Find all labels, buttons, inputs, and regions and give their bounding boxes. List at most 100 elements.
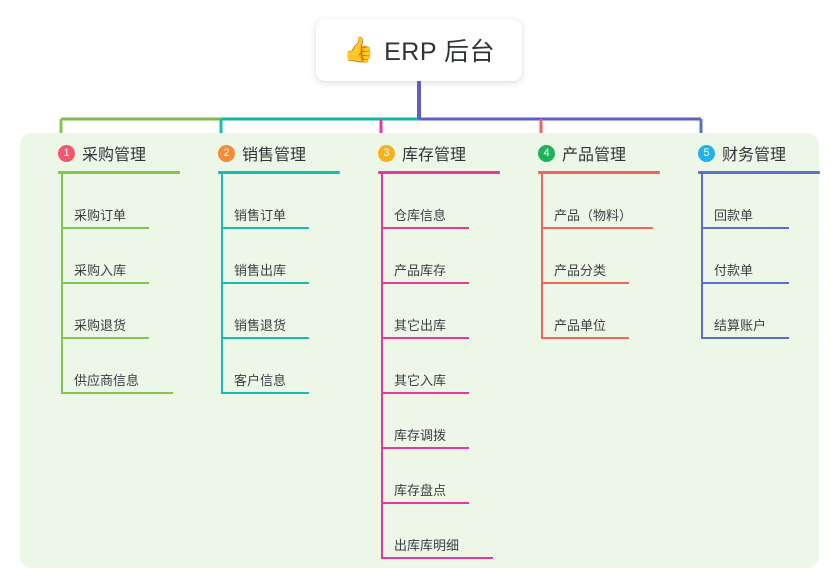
leaf-item-label: 采购退货 [74,318,127,333]
leaf-underline [381,502,469,504]
leaf-item[interactable]: 库存调拨 [360,394,520,449]
leaf-underline [61,227,149,229]
leaf-list: 仓库信息产品库存其它出库其它入库库存调拨库存盘点出库库明细 [360,174,520,559]
branch-header-4[interactable]: 4 产品管理 [520,140,680,166]
leaf-underline [381,337,469,339]
leaf-item[interactable]: 付款单 [680,229,839,284]
leaf-item-label: 产品（物料） [554,208,633,223]
branch-title: 财务管理 [722,147,787,164]
leaf-underline [221,337,309,339]
leaf-spine [541,174,543,339]
leaf-item-label: 结算账户 [714,318,767,333]
leaf-item[interactable]: 其它入库 [360,339,520,394]
leaf-underline [381,227,469,229]
leaf-item[interactable]: 采购订单 [40,174,200,229]
leaf-list: 销售订单销售出库销售退货客户信息 [200,174,360,394]
branch-index-badge: 5 [698,144,715,162]
leaf-item-label: 客户信息 [234,373,287,388]
leaf-item[interactable]: 供应商信息 [40,339,200,394]
branch-column-3: 3 库存管理仓库信息产品库存其它出库其它入库库存调拨库存盘点出库库明细 [360,140,520,559]
leaf-underline [541,282,629,284]
leaf-item[interactable]: 库存盘点 [360,449,520,504]
leaf-underline [541,227,653,229]
leaf-item-label: 出库库明细 [394,538,460,553]
branch-column-2: 2 销售管理销售订单销售出库销售退货客户信息 [200,140,360,394]
branch-index-badge: 2 [218,144,235,162]
leaf-item-label: 其它入库 [394,373,447,388]
leaf-item-label: 其它出库 [394,318,447,333]
root-node-erp-backend[interactable]: 👍 ERP 后台 [316,19,522,81]
leaf-item[interactable]: 销售出库 [200,229,360,284]
branch-panel [20,133,819,568]
leaf-item-label: 付款单 [714,263,754,278]
branch-index-badge: 3 [378,144,395,162]
leaf-item-label: 产品单位 [554,318,607,333]
branch-header-1[interactable]: 1 采购管理 [40,140,200,166]
leaf-item-label: 供应商信息 [74,373,140,388]
branch-title: 销售管理 [242,147,307,164]
leaf-underline [381,282,469,284]
leaf-underline [541,337,629,339]
branch-column-5: 5 财务管理回款单付款单结算账户 [680,140,839,339]
leaf-underline [381,447,469,449]
leaf-item[interactable]: 产品库存 [360,229,520,284]
leaf-underline [701,337,789,339]
branch-header-5[interactable]: 5 财务管理 [680,140,839,166]
branch-underline [538,171,660,174]
leaf-item[interactable]: 采购入库 [40,229,200,284]
leaf-item[interactable]: 产品分类 [520,229,680,284]
branch-column-4: 4 产品管理产品（物料） 产品分类产品单位 [520,140,680,339]
leaf-item[interactable]: 回款单 [680,174,839,229]
leaf-item-label: 仓库信息 [394,208,447,223]
leaf-item[interactable]: 产品单位 [520,284,680,339]
leaf-underline [61,337,149,339]
leaf-spine [221,174,223,394]
leaf-item[interactable]: 结算账户 [680,284,839,339]
branch-header-3[interactable]: 3 库存管理 [360,140,520,166]
branch-underline [58,171,180,174]
leaf-item[interactable]: 采购退货 [40,284,200,339]
leaf-item[interactable]: 仓库信息 [360,174,520,229]
leaf-underline [221,282,309,284]
leaf-list: 产品（物料） 产品分类产品单位 [520,174,680,339]
leaf-spine [701,174,703,339]
leaf-item-label: 采购订单 [74,208,127,223]
leaf-item-label: 销售订单 [234,208,287,223]
leaf-underline [61,392,173,394]
leaf-item-label: 采购入库 [74,263,127,278]
leaf-underline [381,392,469,394]
leaf-item-label: 销售出库 [234,263,287,278]
leaf-spine [61,174,63,394]
leaf-underline [701,227,789,229]
leaf-underline [221,392,309,394]
branch-column-1: 1 采购管理采购订单采购入库采购退货供应商信息 [40,140,200,394]
branch-title: 采购管理 [82,147,147,164]
branch-underline [378,171,500,174]
branch-index-badge: 4 [538,144,555,162]
leaf-item-label: 产品库存 [394,263,447,278]
leaf-list: 采购订单采购入库采购退货供应商信息 [40,174,200,394]
leaf-item[interactable]: 销售订单 [200,174,360,229]
leaf-underline [61,282,149,284]
leaf-list: 回款单付款单结算账户 [680,174,839,339]
leaf-item[interactable]: 产品（物料） [520,174,680,229]
leaf-item-label: 销售退货 [234,318,287,333]
leaf-underline [221,227,309,229]
leaf-item-label: 回款单 [714,208,754,223]
branch-title: 库存管理 [402,147,467,164]
leaf-item[interactable]: 其它出库 [360,284,520,339]
branch-header-2[interactable]: 2 销售管理 [200,140,360,166]
branch-index-badge: 1 [58,144,75,162]
branch-underline [698,171,820,174]
branch-underline [218,171,340,174]
branch-title: 产品管理 [562,147,627,164]
leaf-underline [701,282,789,284]
leaf-item-label: 库存调拨 [394,428,447,443]
leaf-item[interactable]: 销售退货 [200,284,360,339]
thumbs-up-icon: 👍 [342,35,375,64]
leaf-item[interactable]: 出库库明细 [360,504,520,559]
leaf-item[interactable]: 客户信息 [200,339,360,394]
leaf-item-label: 产品分类 [554,263,607,278]
